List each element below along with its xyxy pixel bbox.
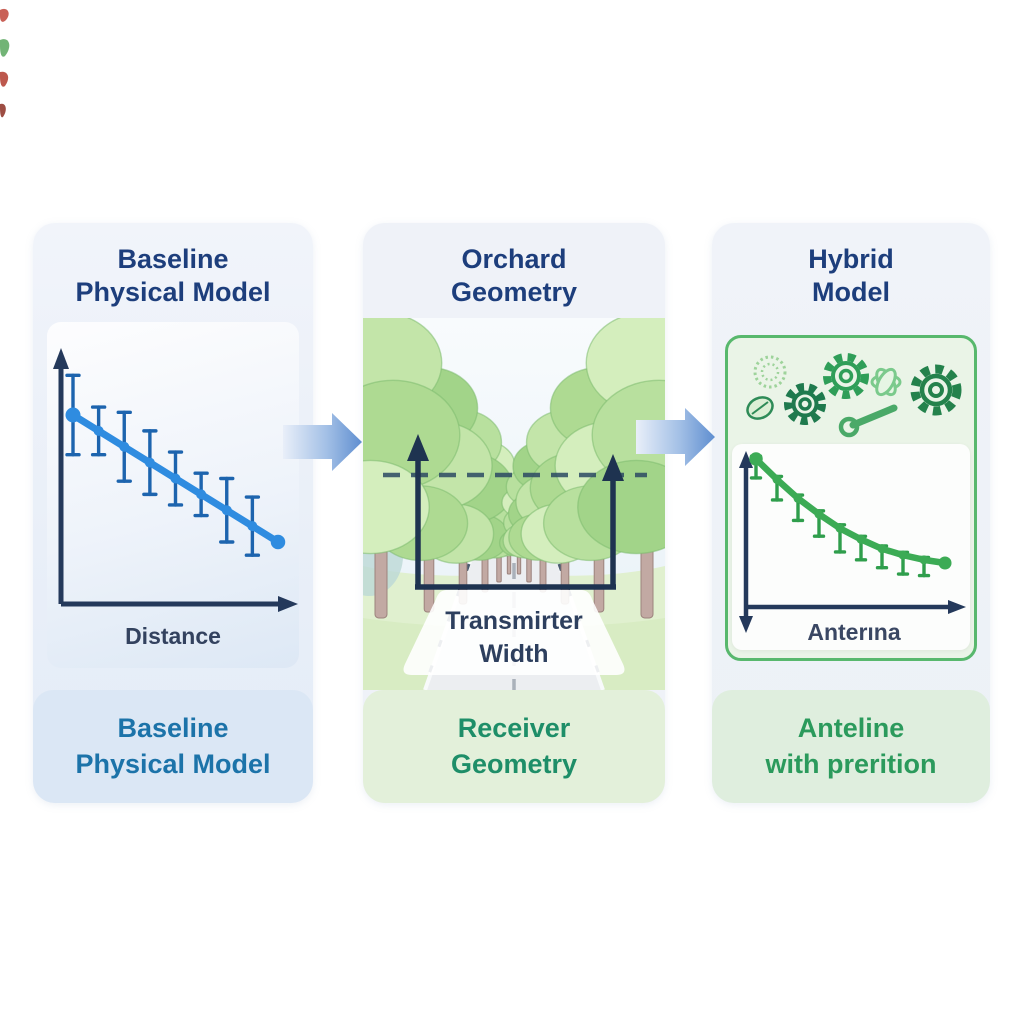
x-axis-label: Anterına xyxy=(807,619,901,645)
y-axis-arrow-up-icon xyxy=(739,451,753,468)
up-arrow-left-icon xyxy=(407,434,429,461)
x-axis-arrow-icon xyxy=(278,596,298,612)
tree-row-left-icon xyxy=(363,318,532,619)
edge-artifact-icons xyxy=(0,8,10,118)
orchard-illustration: Transmirter Width xyxy=(363,318,665,690)
chart-axes xyxy=(53,348,298,612)
panel-title-line1: Hybrid xyxy=(808,244,894,274)
panel-footer: Baseline Physical Model xyxy=(33,690,313,803)
panel-title: Baseline Physical Model xyxy=(33,243,313,310)
hybrid-chart-box: Anterına xyxy=(732,444,970,650)
panel-footer-line1: Baseline xyxy=(117,713,229,744)
panel-title-line2: Geometry xyxy=(450,277,578,308)
panel-title: Orchard Geometry xyxy=(363,243,665,310)
panel-footer-line1: Anteline xyxy=(797,713,905,744)
x-axis-label: Distance xyxy=(125,623,221,649)
panel-baseline-physical-model: Baseline Physical Model Distance Baselin… xyxy=(33,223,313,803)
up-arrow-right-icon xyxy=(602,454,624,481)
panel-hybrid-model: Hybrid Model xyxy=(712,223,990,803)
baseline-chart-box: Distance xyxy=(47,322,299,668)
dandelion-icon xyxy=(753,355,787,389)
chart-series xyxy=(749,452,952,578)
panel-title-line1: Baseline xyxy=(117,244,229,274)
panel-title-line1: Orchard xyxy=(461,244,567,274)
gear-right-icon xyxy=(910,364,962,416)
dark-red-mark-icon xyxy=(0,103,6,118)
panel-title-line2: Physical Model xyxy=(75,277,271,308)
wrench-icon xyxy=(838,404,898,438)
measurement-label-line2: Width xyxy=(479,640,548,668)
label-band xyxy=(403,590,625,675)
panel-footer-line2: with prerition xyxy=(765,748,937,779)
y-axis-arrow-down-icon xyxy=(739,616,753,633)
panel-footer: Anteline with prerition xyxy=(712,690,990,803)
x-axis-arrow-icon xyxy=(948,600,966,614)
panel-title: Hybrid Model xyxy=(712,243,990,310)
y-axis-arrow-icon xyxy=(53,348,69,369)
gear-medium-icon xyxy=(823,353,869,399)
chart-axes xyxy=(739,451,966,633)
measurement-label-line1: Transmirter xyxy=(445,607,583,635)
propeller-leaf-icon xyxy=(870,367,902,397)
panel-orchard-geometry: Orchard Geometry xyxy=(363,223,665,803)
hybrid-line-chart: Anterına xyxy=(739,451,966,645)
measurement-overlay xyxy=(383,434,647,590)
gear-dark-icon xyxy=(784,383,826,425)
green-sprout-icon xyxy=(0,39,10,57)
chart-series xyxy=(65,373,286,557)
red-flower-icon xyxy=(0,71,9,87)
panel-footer-line1: Receiver xyxy=(457,713,571,744)
gears-icon xyxy=(746,353,962,438)
flow-arrow-1-icon xyxy=(283,413,362,471)
panel-footer-line2: Physical Model xyxy=(75,748,271,779)
panel-footer: Receiver Geometry xyxy=(363,690,665,803)
panel-footer-line2: Geometry xyxy=(450,748,578,779)
leaf-icon xyxy=(746,396,774,420)
flow-arrow-2-icon xyxy=(636,408,715,466)
baseline-line-chart: Distance xyxy=(53,348,298,649)
red-leaf-icon xyxy=(0,8,9,22)
hybrid-model-box: Anterına xyxy=(725,335,977,661)
panel-title-line2: Model xyxy=(812,277,890,308)
